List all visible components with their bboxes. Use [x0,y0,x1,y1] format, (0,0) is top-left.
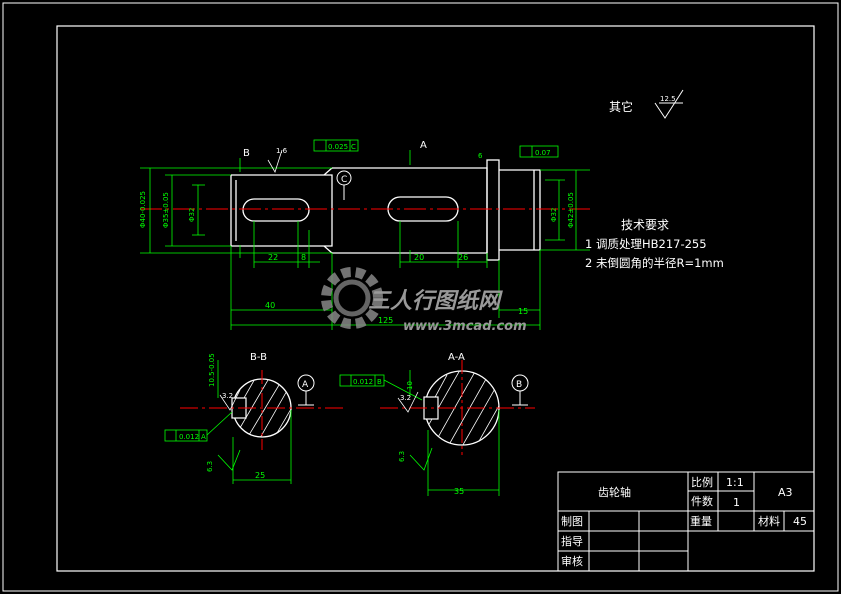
sym-aa-value: 0.012 [353,378,373,386]
roughness-main-icon [267,149,283,173]
tb-scale-label: 比例 [691,475,713,489]
datum-b-marker [511,374,529,406]
rough-l: 1.6 [276,147,288,155]
tb-part-name: 齿轮轴 [598,485,631,499]
sym-bb-datum: A [201,433,206,441]
dim-aa-h: 10 [406,381,414,390]
tb-material-value: 45 [793,515,807,528]
tb-material-label: 材料 [758,514,780,528]
roughness-bb-icon [219,389,241,411]
rough-a1: 3.2 [400,394,411,402]
dim-dia-r1: Φ32 [550,208,558,222]
dim-6: 6 [478,152,483,160]
dim-aa-w: 35 [454,487,464,496]
tech-title: 技术要求 [621,218,669,232]
tb-review-label: 审核 [561,554,583,568]
runout-frame-1 [313,139,359,152]
dim-40: 40 [265,301,275,310]
datum-b-label: B [516,380,522,390]
dim-dia-key: Φ32 [188,208,196,222]
section-bb-title: B-B [250,352,267,363]
section-aa-dims [339,370,500,496]
section-mark-a: A [420,140,427,151]
datum-c-label: C [341,175,347,185]
rough-b1: 3.2 [222,392,233,400]
tb-weight-label: 重量 [690,514,712,528]
section-bb-dims [164,360,292,484]
datum-c-marker [336,170,352,200]
datum-a-marker [297,374,315,406]
dim-15: 15 [518,307,528,316]
section-aa-title: A-A [448,352,465,363]
inner-frame [56,25,815,572]
section-mark-b: B [243,148,250,159]
sym-aa-datum: B [377,378,382,386]
roughness-symbol-icon [654,89,684,119]
dim-dia-r2: Φ42±0.05 [567,192,575,228]
dim-8: 8 [301,253,306,262]
roughness-label: 其它 [609,99,633,114]
tech-line-1: 1 调质处理HB217-255 [585,237,707,251]
dim-26: 26 [458,253,468,262]
tb-draw-label: 制图 [561,515,583,528]
main-dimensions [140,150,590,330]
dim-dia-left2: Φ35±0.05 [162,192,170,228]
tech-line-2: 2 未倒圆角的半径R=1mm [585,256,724,270]
sym-bb-value: 0.012 [179,433,199,441]
tb-scale-value: 1:1 [726,476,744,489]
roughness-value: 12.5 [660,95,676,103]
watermark-url: www.3mcad.com [403,319,527,334]
tb-count-value: 1 [733,496,740,509]
dim-125: 125 [378,316,393,325]
datum-a-label: A [302,380,309,390]
runout-frame-2 [519,145,559,158]
tb-sheet: A3 [778,486,793,499]
title-block [557,471,815,572]
tb-count-label: 件数 [691,495,713,508]
dim-bb-w: 25 [255,471,265,480]
tb-guide-label: 指导 [561,534,583,548]
dim-22: 22 [268,253,278,262]
runout2-value: 0.07 [535,149,551,157]
dim-bb-h: 10.5-0.05 [208,353,216,387]
rough-b2: 6.3 [206,461,214,472]
runout1-datum: C [351,143,356,151]
runout1-value: 0.025 [328,143,348,151]
rough-a2: 6.3 [398,451,406,462]
dim-dia-left: Φ40-0.025 [139,191,147,228]
shaft-main-view [230,159,541,261]
dim-20: 20 [414,253,424,262]
roughness-aa-icon [397,391,419,413]
watermark-brand: 三人行图纸网 [368,288,503,314]
watermark-gear-icon [321,267,383,329]
section-aa-view [380,360,535,455]
